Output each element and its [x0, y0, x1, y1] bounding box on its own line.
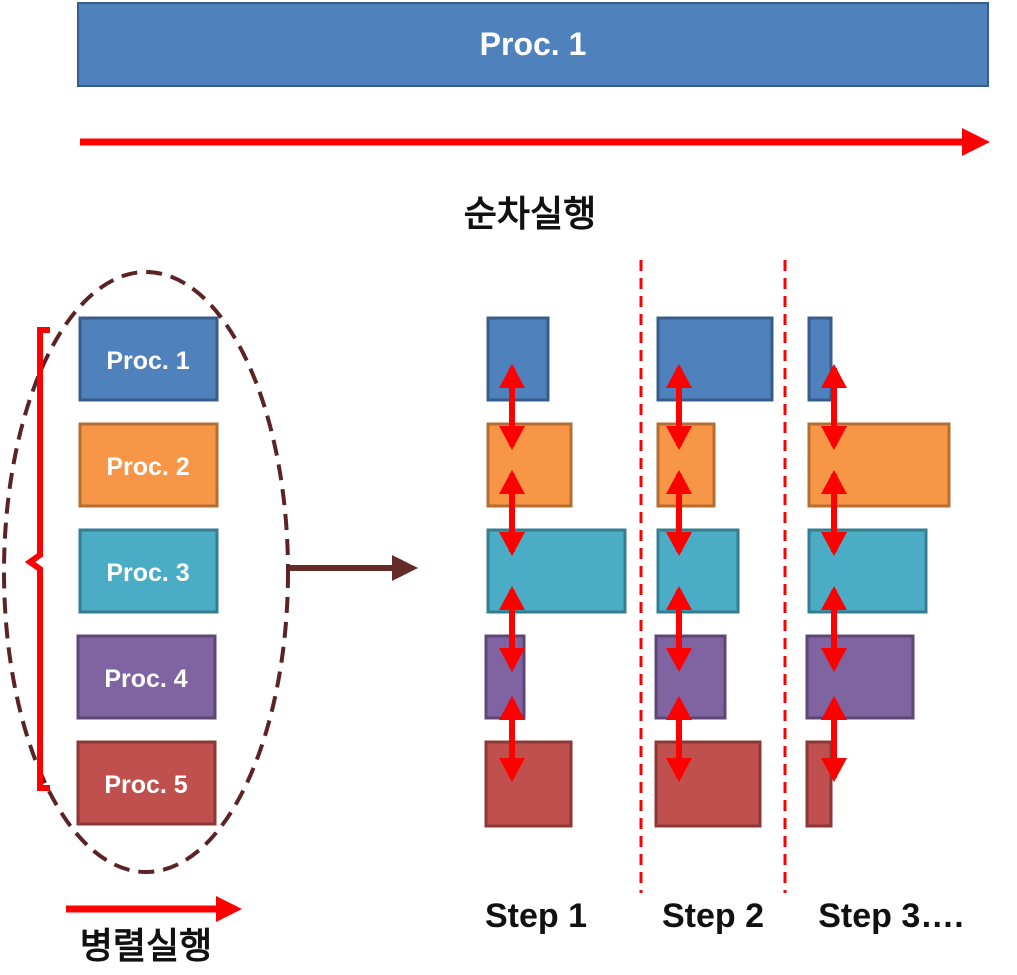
parallel-group-ellipse: [2, 270, 290, 874]
comm-arrow: [666, 586, 692, 672]
comm-arrow: [499, 696, 525, 782]
sequential-section: Proc. 1 순차실행: [77, 2, 990, 235]
proc-block-4: [76, 634, 217, 720]
comm-arrow: [666, 470, 692, 556]
step-3-group: [805, 316, 951, 828]
step-label-3: Step 3….: [818, 897, 963, 935]
proc-label-4: Proc. 4: [104, 665, 187, 693]
proc-label-5: Proc. 5: [104, 771, 187, 799]
comm-arrow: [821, 696, 847, 782]
step-label-2: Step 2: [662, 897, 764, 935]
proc-block-2: [78, 422, 219, 508]
comm-arrow: [666, 364, 692, 450]
parallel-section: Proc. 1 Proc. 2 Proc. 3 Proc. 4 Proc. 5 …: [2, 270, 290, 967]
step1-block-5: [484, 740, 573, 828]
comm-arrow: [499, 364, 525, 450]
proc-block-5: [76, 740, 217, 826]
transition-arrow: [290, 555, 418, 581]
proc-label-1: Proc. 1: [106, 347, 189, 375]
step3-comm-arrows: [821, 364, 847, 782]
parallel-bracket: [24, 327, 50, 791]
step3-block-1: [807, 316, 833, 402]
proc-block-1: [78, 316, 219, 402]
comm-arrow: [666, 696, 692, 782]
proc-label-2: Proc. 2: [106, 453, 189, 481]
comm-arrow: [821, 364, 847, 450]
step-2-group: [654, 316, 774, 828]
step-label-1: Step 1: [485, 897, 587, 935]
comm-arrow: [821, 470, 847, 556]
sequential-time-arrow: [80, 128, 990, 156]
proc-label-3: Proc. 3: [106, 559, 189, 587]
step2-block-3: [656, 528, 740, 614]
sequential-caption: 순차실행: [464, 194, 596, 235]
comm-arrow: [499, 470, 525, 556]
step1-comm-arrows: [499, 364, 525, 782]
step2-comm-arrows: [666, 364, 692, 782]
step2-block-5: [654, 740, 762, 828]
proc-block-3: [78, 528, 219, 614]
parallel-time-arrow: [66, 896, 242, 922]
sequential-process-label: Proc. 1: [480, 26, 587, 62]
comm-arrow: [821, 586, 847, 672]
sequential-process-block: [77, 2, 989, 87]
comm-arrow: [499, 586, 525, 672]
step3-block-5: [805, 740, 833, 828]
step3-block-3: [807, 528, 928, 614]
parallel-caption: 병렬실행: [80, 926, 212, 967]
step-1-group: [484, 316, 627, 828]
